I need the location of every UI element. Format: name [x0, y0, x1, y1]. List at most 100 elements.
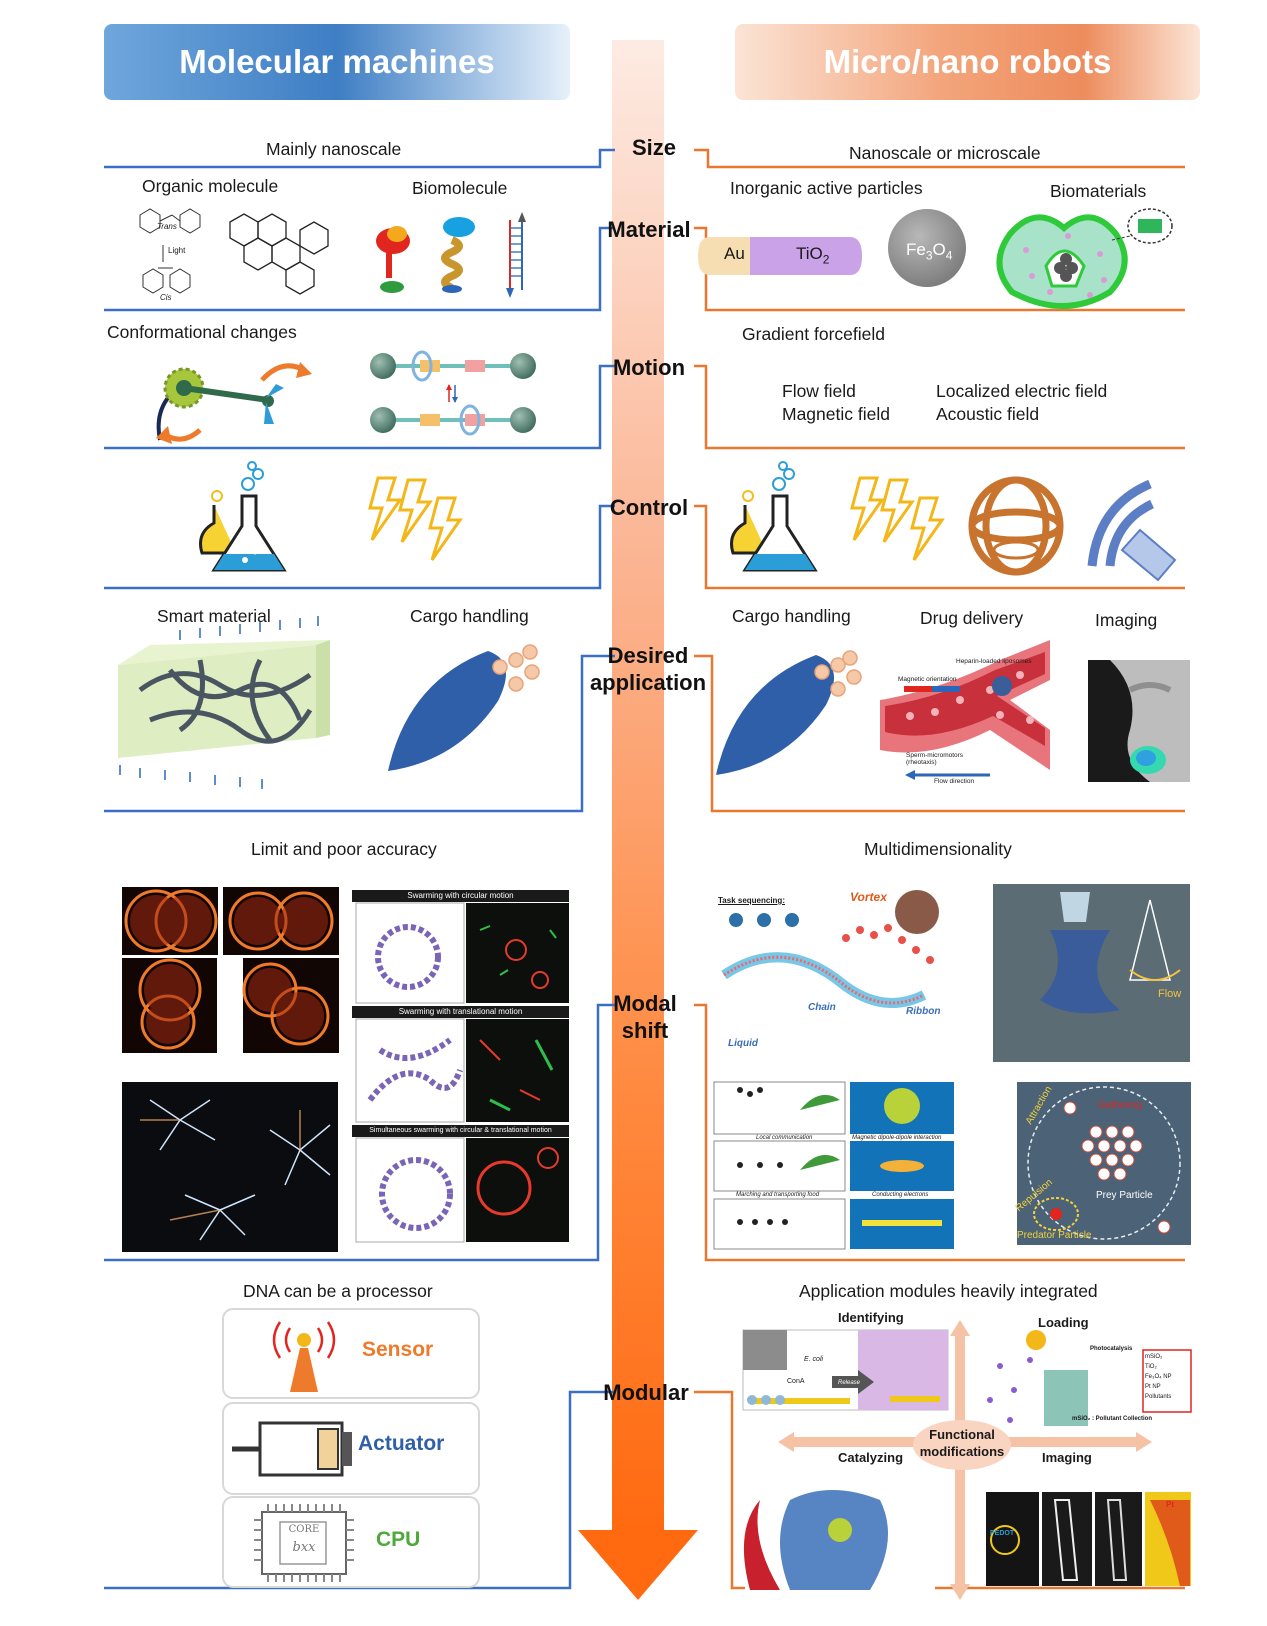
release-label: Release [838, 1380, 861, 1386]
sphere-fe-text: Fe [906, 240, 926, 259]
mod-loading-label: Loading [1038, 1315, 1089, 1330]
lightning-icon-left [368, 476, 463, 561]
chip-text-core: CORE [288, 1524, 320, 1535]
left-smart-material-label: Smart material [157, 606, 271, 626]
category-modal-shift: Modal shift [600, 990, 690, 1044]
legend-msio2: mSiO₂ [1145, 1354, 1163, 1360]
ribbon-label: Ribbon [906, 1006, 941, 1017]
legend-tio2: TiO₂ [1145, 1364, 1157, 1370]
category-size: Size [631, 135, 677, 160]
biomaterial-cell-icon [996, 208, 1173, 309]
chemical-flask-icon-right [730, 461, 818, 572]
prey-label: Prey Particle [1096, 1190, 1153, 1201]
header-micro-nano-robots: Micro/nano robots [735, 24, 1200, 100]
central-arrow [578, 40, 698, 1600]
aster-photo-content [140, 1099, 331, 1241]
gathering-label: Gathering [1098, 1100, 1142, 1111]
ecoli-label: E. coli [804, 1356, 824, 1363]
right-motion-title: Gradient forcefield [742, 324, 885, 344]
left-modular-label: DNA can be a processor [243, 1281, 433, 1301]
liquid-label: Liquid [728, 1038, 758, 1049]
left-size-label: Mainly nanoscale [266, 139, 402, 159]
right-biomaterials-label: Biomaterials [1050, 181, 1147, 201]
cona-label: ConA [787, 1378, 805, 1385]
pollutant-collection-label: mSiO₂ : Pollutant Collection [1072, 1416, 1153, 1422]
magnetic-coil-icon [968, 476, 1064, 576]
rotor-motor-icon [156, 362, 312, 444]
category-desired-line1: Desired [607, 643, 689, 668]
field-acoustic-label: Acoustic field [936, 404, 1040, 424]
right-imaging-label: Imaging [1095, 610, 1158, 630]
imaging-photo-content [1110, 660, 1190, 782]
category-modal-line2: shift [621, 1018, 669, 1043]
aster-photo-bg [122, 1082, 338, 1252]
functional-line1: Functional [929, 1427, 995, 1442]
molecular-motor-sketch [229, 213, 329, 295]
predator-label: Predator Particle [1017, 1230, 1092, 1241]
pedot-label: PEDOT [990, 1530, 1015, 1537]
sphere-o-sub: 4 [945, 248, 953, 263]
modules-right [742, 1320, 1192, 1600]
field-flow-label: Flow field [782, 381, 856, 401]
azo-light-label: Light [168, 246, 186, 255]
chemical-flask-icon-left [199, 461, 287, 572]
category-material: Material [607, 217, 691, 242]
smart-material-cube [118, 616, 330, 789]
chain-label: Chain [808, 1002, 836, 1013]
blood-vessel-illustration [880, 640, 1050, 780]
flow-tornado-image [993, 884, 1190, 1062]
vessel-sperm-label: Sperm-micromotors (rheotaxis) [906, 752, 964, 766]
photocatalysis-label: Photocatalysis [1090, 1346, 1133, 1352]
task-sequencing-illustration [716, 884, 954, 1064]
predator-prey-image [1017, 1082, 1191, 1245]
module-cpu-label: CPU [376, 1528, 421, 1551]
field-magnetic-label: Magnetic field [782, 404, 890, 424]
right-inorganic-label: Inorganic active particles [730, 178, 923, 198]
right-cargo-handling-label: Cargo handling [732, 606, 851, 626]
azobenzene-sketch [139, 208, 201, 294]
right-modal-label: Multidimensionality [864, 839, 1012, 859]
category-control: Control [609, 495, 689, 520]
right-drug-delivery-label: Drug delivery [920, 608, 1024, 628]
vessel-flow-label: Flow direction [934, 778, 975, 785]
functional-line2: modifications [919, 1444, 1005, 1459]
functional-modifications-label: Functional modifications [912, 1426, 1012, 1460]
microtubule-droplets-photos [122, 887, 339, 1053]
left-cargo-handling-label: Cargo handling [410, 606, 529, 626]
vessel-heparin-label: Heparin-loaded liposomes [956, 658, 1032, 665]
janus-rod-icon [698, 237, 862, 275]
loading-legend: mSiO₂ TiO₂ Fe₃O₄ NP Pt NP Pollutants [1145, 1352, 1172, 1402]
sphere-fe3o4-label: Fe3O4 [906, 240, 952, 262]
dna-ladder-icon [506, 212, 526, 298]
rod-tio2-sub: 2 [822, 252, 830, 267]
lightning-icon-right [850, 476, 945, 561]
conducting-label: Conducting electrons [872, 1192, 929, 1198]
legend-fe3o4: Fe₃O₄ NP [1145, 1374, 1172, 1380]
acoustic-wave-icon [1087, 479, 1177, 582]
sphere-o-text: O [932, 240, 946, 259]
category-modular: Modular [603, 1380, 689, 1405]
task-seq-label: Task sequencing: [718, 896, 785, 905]
azo-cis-label: Cis [160, 293, 172, 302]
left-modal-label: Limit and poor accuracy [251, 839, 437, 859]
vessel-magnetic-label: Magnetic orientation [898, 676, 957, 683]
pt-label: Pt [1166, 1500, 1174, 1509]
header-molecular-machines: Molecular machines [104, 24, 570, 100]
dipole-label: Magnetic dipole-dipole interaction [852, 1135, 942, 1141]
category-modal-line1: Modal [613, 991, 677, 1016]
rotaxane-shuttle-icon [370, 350, 536, 436]
swarming-panels [352, 890, 569, 1243]
cargo-droplet-left [388, 644, 540, 771]
right-size-label: Nanoscale or microscale [849, 143, 1041, 163]
field-electric-label: Localized electric field [936, 381, 1108, 401]
vortex-label: Vortex [850, 890, 887, 904]
marching-label: Marching and transporting food [736, 1192, 820, 1198]
fe3o4-sphere-icon [888, 209, 966, 287]
local-comm-label: Local communication [756, 1135, 813, 1141]
sphere-fe-sub: 3 [925, 248, 933, 263]
flow-label: Flow [1158, 988, 1182, 1000]
module-sensor-label: Sensor [362, 1338, 434, 1361]
left-biomolecule-label: Biomolecule [412, 178, 508, 198]
ant-swarm-panels [713, 1081, 954, 1250]
